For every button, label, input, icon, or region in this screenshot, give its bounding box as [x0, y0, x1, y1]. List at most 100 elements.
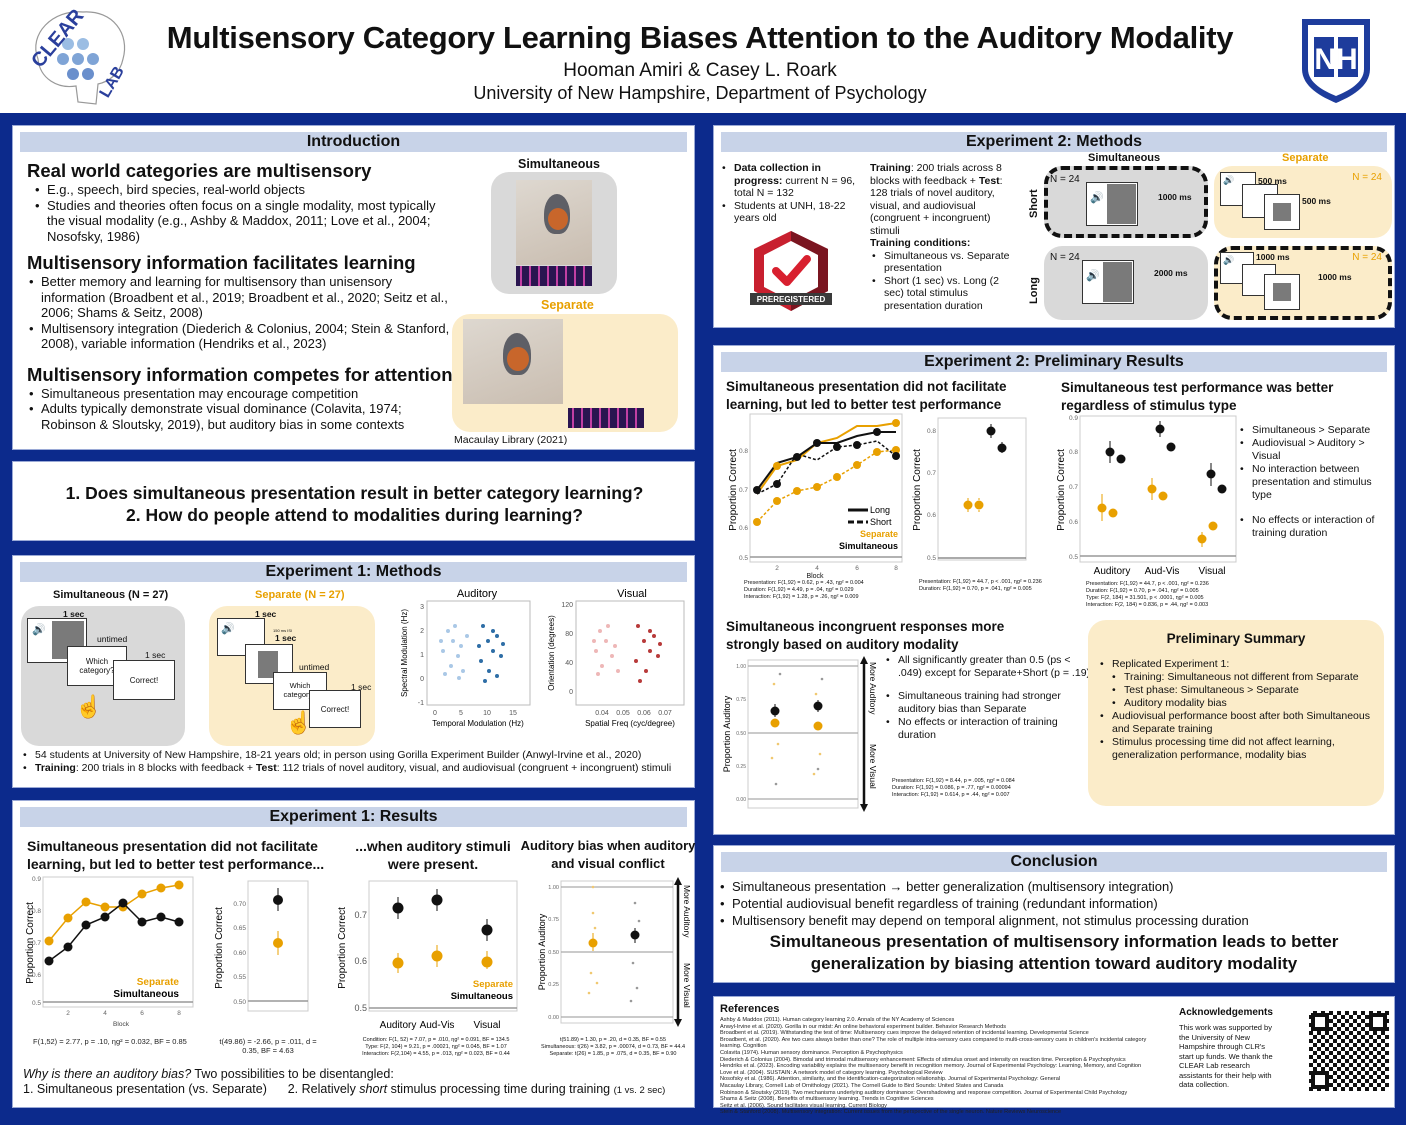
exp2-results-panel: Experiment 2: Preliminary Results Simult…	[713, 345, 1395, 835]
svg-text:0.00: 0.00	[736, 797, 746, 803]
svg-text:8: 8	[894, 565, 898, 572]
results-heading-2: ...when auditory stimuli were present.	[355, 838, 511, 872]
svg-text:0.60: 0.60	[233, 950, 246, 957]
intro-heading-3: Multisensory information competes for at…	[27, 363, 453, 385]
intro-heading-1: Real world categories are multisensory	[27, 160, 372, 181]
affiliation: University of New Hampshire, Department …	[473, 83, 927, 103]
svg-text:0: 0	[420, 676, 424, 683]
bullet: Simultaneous presentation → better gener…	[718, 878, 1388, 895]
visual-screen	[1264, 274, 1300, 310]
n-label: N = 24	[1352, 172, 1382, 183]
qr-code[interactable]	[1309, 1011, 1389, 1091]
bullet: All significantly greater than 0.5 (ps <…	[884, 654, 1094, 680]
svg-text:0.70: 0.70	[233, 901, 246, 908]
bullet: Students at UNH, 18-22 years old	[720, 200, 860, 225]
speaker-icon: 🔊	[1086, 270, 1100, 282]
svg-text:0.6: 0.6	[32, 972, 41, 979]
svg-text:1.00: 1.00	[736, 664, 746, 670]
bullet: E.g., speech, bird species, real-world o…	[33, 182, 457, 198]
svg-text:0.07: 0.07	[658, 710, 672, 717]
stat-text: Presentation: F(1,92) = 44.7, p < .001, …	[919, 579, 1042, 592]
bullet: Better memory and learning for multisens…	[27, 274, 457, 321]
col-label-separate: Separate	[1282, 152, 1329, 164]
references-title: References	[720, 1003, 780, 1015]
n-label: N = 24	[1050, 174, 1080, 185]
exp1-methods-panel: Experiment 1: Methods Simultaneous (N = …	[12, 555, 695, 788]
svg-text:0.7: 0.7	[739, 487, 748, 494]
svg-text:4: 4	[815, 565, 819, 572]
bullet: No interaction between presentation and …	[1238, 463, 1388, 502]
preregistered-badge: PREREGISTERED	[750, 229, 832, 313]
bullet: Studies and theories often focus on a si…	[33, 198, 457, 245]
question-1: 1. Does simultaneous presentation result…	[65, 483, 644, 503]
bullet: Audiovisual performance boost after both…	[1098, 710, 1374, 736]
separate-figure	[452, 314, 678, 432]
duration-label: 1 sec	[351, 682, 372, 692]
svg-text:Aud-Vis: Aud-Vis	[420, 1020, 455, 1031]
svg-text:0.6: 0.6	[927, 512, 936, 519]
bullet: Multisensory integration (Diederich & Co…	[27, 321, 457, 352]
n-label: N = 24	[1352, 252, 1382, 263]
unh-shield-icon: NH	[1302, 19, 1370, 103]
svg-text:0.9: 0.9	[32, 876, 41, 883]
stat-text: Presentation: F(1,92) = 8.44, p = .005, …	[892, 778, 1015, 798]
row-label-short: Short	[1028, 189, 1040, 218]
svg-text:Simultaneous: Simultaneous	[113, 989, 179, 1000]
duration-label: 1 sec	[275, 633, 297, 643]
bullet: Replicated Experiment 1:	[1098, 658, 1374, 671]
results-heading-2: Simultaneous test performance was better…	[1061, 380, 1334, 413]
svg-text:LAB: LAB	[97, 64, 128, 101]
svg-text:Separate: Separate	[473, 979, 513, 990]
sim-condition-label: Simultaneous (N = 27)	[53, 589, 169, 601]
stat-text: F(1,52) = 2.77, p = .10, ηg² = 0.032, BF…	[33, 1037, 187, 1046]
section-header: Experiment 2: Methods	[721, 132, 1387, 152]
svg-text:0.7: 0.7	[927, 470, 936, 477]
speaker-icon: 🔊	[1223, 175, 1235, 185]
svg-text:0.65: 0.65	[233, 925, 246, 932]
bullet: Data collection in progress: current N =…	[720, 162, 860, 200]
svg-text:Spectral Modulation (Hz): Spectral Modulation (Hz)	[400, 609, 409, 697]
svg-text:15: 15	[509, 710, 517, 717]
bullet: No effects or interaction of training du…	[1238, 514, 1388, 540]
bullet: Auditory modality bias	[1098, 697, 1374, 710]
bullet: Adults typically demonstrate visual domi…	[27, 401, 457, 432]
bullet: Multisensory benefit may depend on tempo…	[718, 912, 1388, 929]
sim-trial-diagram: 1 sec 🔊 untimed Which category? 1 sec Co…	[21, 606, 185, 746]
pointer-hand-icon: ☝	[75, 694, 103, 719]
svg-text:6: 6	[855, 565, 859, 572]
duration-label: 1 sec	[63, 609, 85, 619]
speaker-icon: 🔊	[32, 624, 46, 636]
question-2: 2. How do people attend to modalities du…	[126, 505, 583, 525]
section-header: Experiment 1: Results	[20, 807, 687, 827]
simultaneous-figure	[491, 172, 617, 294]
svg-text:0.5: 0.5	[1069, 554, 1078, 561]
svg-text:40: 40	[565, 660, 573, 667]
speaker-icon: 🔊	[1090, 192, 1104, 204]
exp2-methods-panel: Experiment 2: Methods Data collection in…	[713, 125, 1395, 328]
svg-text:0.5: 0.5	[739, 555, 748, 562]
svg-text:Proportion Correct: Proportion Correct	[214, 907, 225, 989]
section-header: Conclusion	[721, 852, 1387, 872]
svg-text:4: 4	[103, 1010, 107, 1017]
svg-text:2: 2	[420, 628, 424, 635]
svg-text:0.25: 0.25	[736, 764, 746, 770]
svg-text:Separate: Separate	[860, 529, 898, 539]
svg-text:Block: Block	[113, 1021, 130, 1028]
svg-text:Separate: Separate	[137, 977, 180, 988]
svg-text:0.75: 0.75	[548, 917, 559, 923]
svg-text:0.50: 0.50	[548, 950, 559, 956]
robin-image	[463, 319, 563, 404]
duration-label: 1 sec	[145, 650, 166, 660]
svg-text:Simultaneous: Simultaneous	[451, 991, 513, 1002]
svg-text:Visual: Visual	[473, 1020, 500, 1031]
summary-title: Preliminary Summary	[1166, 631, 1306, 646]
duration-label: 1000 ms	[1318, 272, 1352, 282]
bullet: Training: Simultaneous not different fro…	[1098, 671, 1374, 684]
duration-label: untimed	[97, 634, 128, 644]
feedback-screen: Correct!	[113, 660, 175, 700]
svg-text:2: 2	[66, 1010, 70, 1017]
